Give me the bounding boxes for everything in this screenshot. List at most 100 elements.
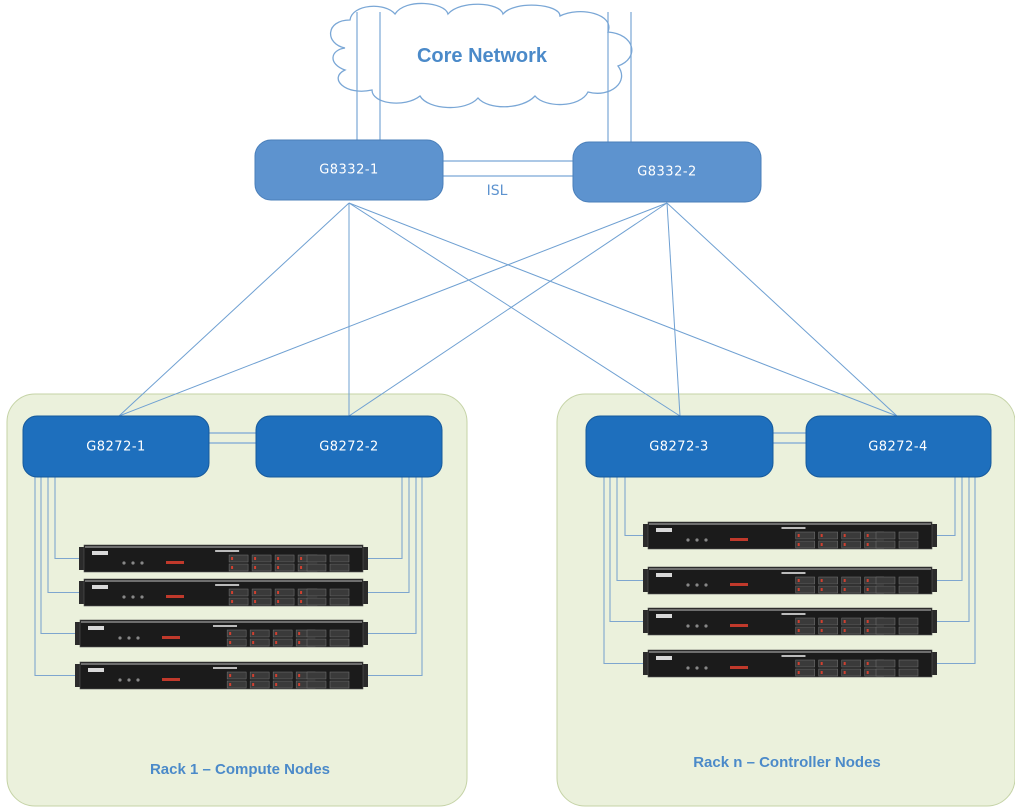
drive-bay (818, 540, 838, 549)
drive-led (866, 534, 869, 537)
server-bevel (649, 523, 931, 525)
server-cable (54, 477, 84, 560)
server-badge (92, 551, 108, 555)
server-indicator (136, 678, 140, 682)
server-indicator (122, 561, 126, 565)
drive-bay (249, 629, 270, 638)
drive-bay (818, 626, 838, 635)
drive-led (820, 629, 823, 632)
server-indicator (686, 666, 690, 670)
drive-bay (818, 668, 838, 677)
drive-led (277, 566, 280, 569)
drive-bay (795, 576, 815, 585)
drive-led (254, 566, 257, 569)
core-switch-label: G8332-1 (319, 163, 379, 178)
server-brand-strip (781, 572, 806, 574)
fabric-links (118, 202, 898, 417)
drive-led (277, 600, 280, 603)
drive-led (252, 632, 255, 635)
server-bevel (649, 651, 931, 653)
drive-bay (251, 597, 272, 606)
server-cable (932, 477, 970, 623)
drive-bay (841, 531, 861, 540)
server-bevel (85, 580, 362, 582)
server-accent (162, 636, 180, 639)
server-indicator (118, 678, 122, 682)
server-cable (34, 477, 80, 677)
server-indicator (122, 595, 126, 599)
drive-led (275, 632, 278, 635)
drive-led (820, 671, 823, 674)
drive-bay (898, 668, 919, 677)
drive-led (866, 579, 869, 582)
server-badge (656, 528, 672, 532)
drive-bay (306, 671, 327, 680)
server-bevel (649, 609, 931, 611)
drive-led (277, 591, 280, 594)
server-indicator (704, 538, 708, 542)
drive-bay (795, 531, 815, 540)
server-ear (931, 610, 937, 633)
drive-led (254, 591, 257, 594)
core-network-label: Core Network (417, 45, 548, 67)
drive-led (277, 557, 280, 560)
drive-bay (795, 659, 815, 668)
core-network-cloud: Core Network (329, 2, 633, 109)
drive-led (843, 620, 846, 623)
drive-led (231, 557, 234, 560)
server-cable (616, 477, 648, 582)
server-cable (609, 477, 648, 623)
drive-led (820, 534, 823, 537)
drive-bay (329, 554, 350, 563)
drive-led (797, 662, 800, 665)
rack-switch-g8272-1: G8272-1 (22, 415, 210, 478)
server-indicator (695, 666, 699, 670)
core-switch-g8332-2: G8332-2 (572, 141, 762, 203)
drive-bay (306, 554, 327, 563)
rack-switch-g8272-3: G8272-3 (585, 415, 774, 478)
drive-bay (272, 680, 293, 689)
rack-n-area (556, 393, 1015, 807)
drive-led (866, 662, 869, 665)
server-ear (931, 524, 937, 547)
drive-bay (795, 585, 815, 594)
drive-led (231, 566, 234, 569)
server-bevel (81, 621, 362, 623)
drive-led (843, 629, 846, 632)
server-ear (75, 664, 81, 687)
server-brand-strip (215, 584, 240, 586)
drive-bay (875, 540, 896, 549)
drive-bay (898, 617, 919, 626)
server-node (643, 566, 937, 595)
drive-bay (228, 563, 249, 572)
server-cable (363, 477, 403, 560)
server-accent (730, 538, 748, 541)
server-cable (932, 477, 976, 665)
drive-bay (898, 659, 919, 668)
server-indicator (140, 595, 144, 599)
server-cable (603, 477, 648, 665)
server-node (79, 578, 368, 607)
drive-led (300, 600, 303, 603)
drive-led (229, 674, 232, 677)
server-indicator (136, 636, 140, 640)
drive-bay (274, 597, 295, 606)
server-ear (362, 581, 368, 604)
server-cabling (34, 477, 976, 677)
drive-bay (818, 585, 838, 594)
drive-led (298, 641, 301, 644)
drive-bay (272, 638, 293, 647)
drive-led (229, 683, 232, 686)
drive-led (300, 591, 303, 594)
drive-led (298, 674, 301, 677)
isl-link: ISL (443, 160, 573, 199)
drive-led (820, 543, 823, 546)
drive-bay (228, 554, 249, 563)
server-accent (730, 624, 748, 627)
drive-led (797, 671, 800, 674)
drive-led (254, 600, 257, 603)
rack-switch-label: G8272-2 (319, 440, 379, 455)
drive-led (797, 588, 800, 591)
drive-bay (251, 563, 272, 572)
